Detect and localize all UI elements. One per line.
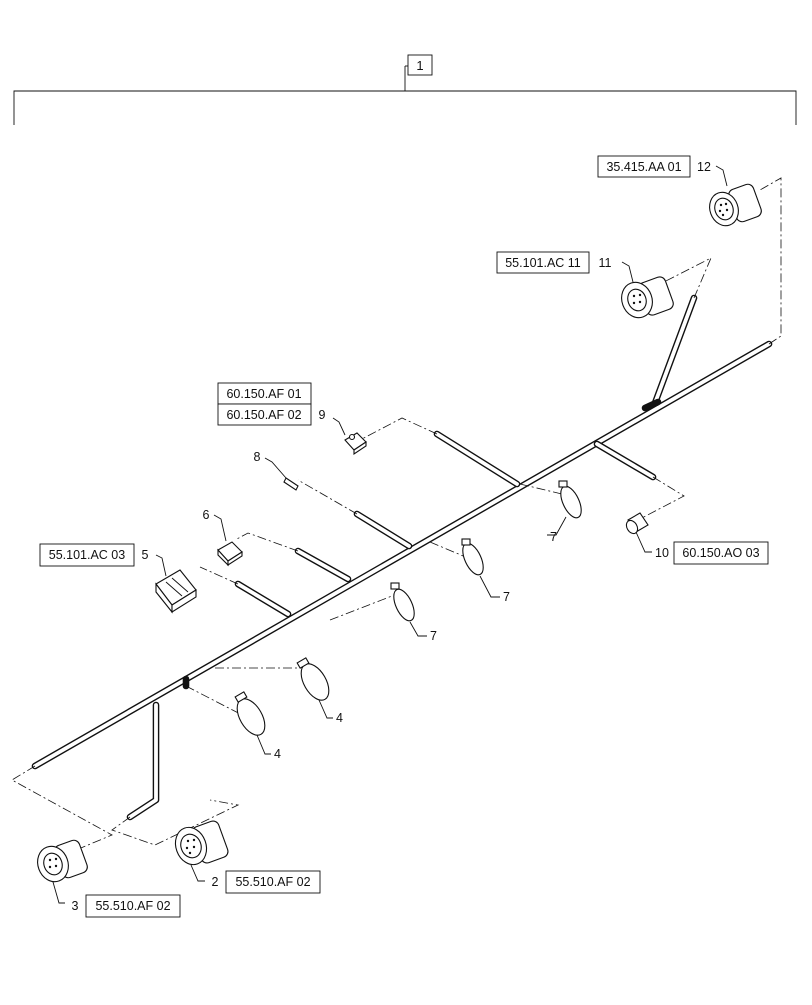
- ref-label-11: 55.101.AC 11: [505, 256, 581, 270]
- terminal-pin-icon: [283, 477, 299, 491]
- connection-lines: [11, 177, 782, 851]
- assembly-bracket: 1: [13, 54, 797, 125]
- reference-boxes: [39, 155, 769, 918]
- harness-wires: [31, 294, 773, 821]
- item-number-10: 10: [655, 546, 669, 560]
- item-number-8: 8: [254, 450, 261, 464]
- plug-connector-icon: [625, 512, 649, 535]
- small-connector-icon: [217, 541, 243, 567]
- round-connector-icon: [709, 183, 762, 227]
- item-number-4a: 4: [336, 711, 343, 725]
- item-labels: 35.415.AA 01 12 55.101.AC 11 11 60.150.A…: [49, 160, 760, 913]
- item-number-12: 12: [697, 160, 711, 174]
- ref-label-3: 55.510.AF 02: [95, 899, 170, 913]
- round-connector-icon: [37, 839, 88, 883]
- ref-label-9a: 60.150.AF 01: [226, 387, 301, 401]
- ref-label-12: 35.415.AA 01: [606, 160, 681, 174]
- hose-clamp-icon: [234, 691, 266, 736]
- item-number-7c: 7: [430, 629, 437, 643]
- ref-label-10: 60.150.AO 03: [682, 546, 759, 560]
- small-connector-icon: [344, 432, 367, 456]
- ref-label-5: 55.101.AC 03: [49, 548, 125, 562]
- item-number-2: 2: [212, 875, 219, 889]
- cable-tie-icon: [461, 538, 484, 576]
- hose-clamp-icon: [296, 657, 330, 701]
- item-number-9: 9: [319, 408, 326, 422]
- item-number-4b: 4: [274, 747, 281, 761]
- ref-label-2: 55.510.AF 02: [235, 875, 310, 889]
- rectangular-connector-icon: [155, 569, 197, 614]
- item-number-11: 11: [599, 256, 612, 270]
- item-number-7a: 7: [550, 530, 557, 544]
- round-connector-icon: [621, 276, 674, 319]
- ref-label-9b: 60.150.AF 02: [226, 408, 301, 422]
- round-connector-icon: [174, 820, 229, 866]
- leader-lines: [52, 165, 728, 904]
- item-number-5: 5: [142, 548, 149, 562]
- item-number-7b: 7: [503, 590, 510, 604]
- item-number-3: 3: [72, 899, 79, 913]
- cable-tie-icon: [390, 582, 415, 622]
- assembly-item-number: 1: [416, 58, 423, 73]
- item-number-6: 6: [203, 508, 210, 522]
- cable-tie-icon: [558, 480, 582, 519]
